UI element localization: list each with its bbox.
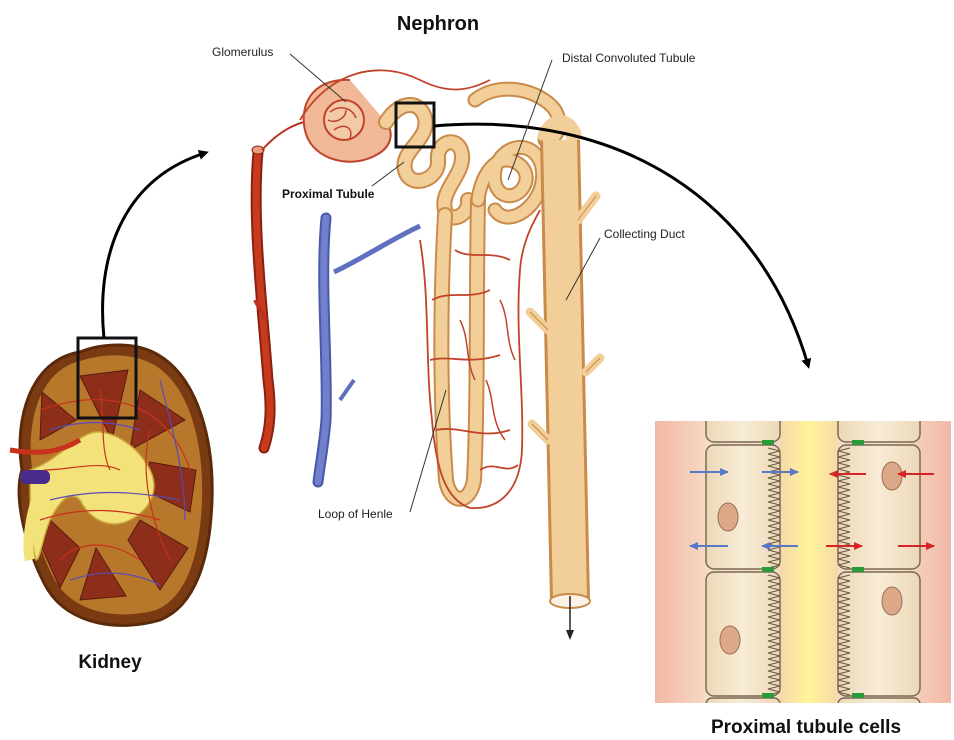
label-proximal-tubule: Proximal Tubule xyxy=(282,187,375,201)
epithelial-cell xyxy=(838,445,920,569)
cell-nucleus xyxy=(720,626,740,654)
tight-junction xyxy=(762,440,774,445)
zoom-arrow-kidney-to-nephron xyxy=(103,153,205,338)
nephron-labels: Glomerulus Proximal Tubule Distal Convol… xyxy=(212,45,696,521)
tight-junction xyxy=(762,693,774,698)
cell-nucleus xyxy=(718,503,738,531)
tight-junction xyxy=(852,567,864,572)
epithelial-cell xyxy=(838,572,920,696)
cell-nucleus xyxy=(882,462,902,490)
tight-junction xyxy=(762,567,774,572)
nephron-title: Nephron xyxy=(397,13,479,35)
renal-vein xyxy=(20,470,50,484)
label-collecting-duct: Collecting Duct xyxy=(604,227,685,241)
kidney-illustration xyxy=(10,338,212,625)
label-distal-tubule: Distal Convoluted Tubule xyxy=(562,51,696,65)
cells-title: Proximal tubule cells xyxy=(711,717,901,738)
glomerulus-tuft xyxy=(324,100,364,140)
kidney-title: Kidney xyxy=(78,652,142,673)
tight-junction xyxy=(852,693,864,698)
proximal-tubule-cells-panel xyxy=(655,410,951,718)
epithelial-cell xyxy=(838,410,920,442)
nephron-illustration xyxy=(252,70,600,640)
cell-nucleus xyxy=(882,587,902,615)
tubule-lumen xyxy=(780,421,838,703)
label-loop-of-henle: Loop of Henle xyxy=(318,507,393,521)
label-glomerulus: Glomerulus xyxy=(212,45,273,59)
tight-junction xyxy=(852,440,864,445)
epithelial-cell xyxy=(706,410,780,442)
